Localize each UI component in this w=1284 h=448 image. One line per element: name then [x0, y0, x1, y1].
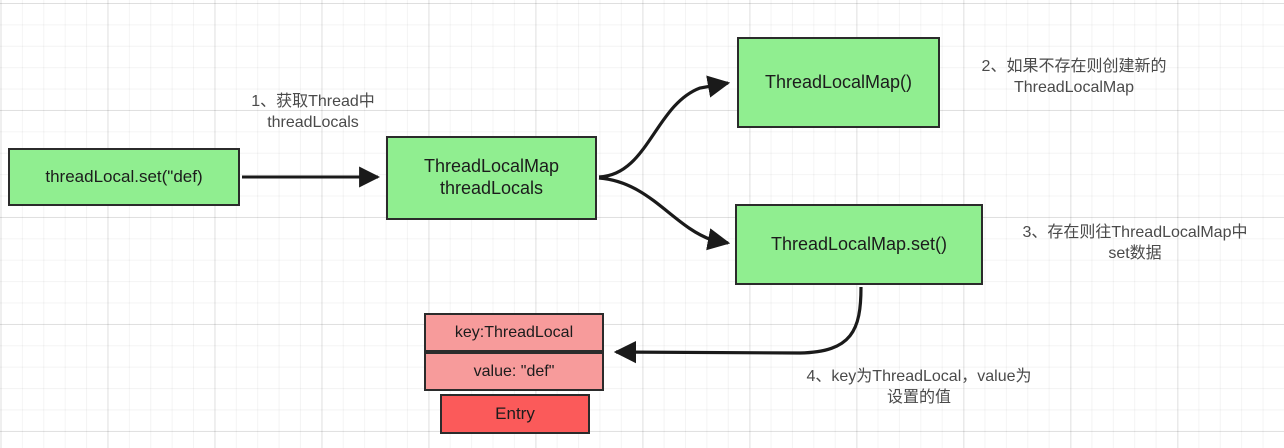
entry-foot-row[interactable]: Entry [440, 394, 590, 434]
annotation-step-1: 1、获取Thread中 threadLocals [251, 93, 375, 131]
edge-map-to-ctor [598, 75, 731, 179]
annotation-step-3: 3、存在则往ThreadLocalMap中 set数据 [1022, 224, 1248, 262]
edge-map-to-set [598, 176, 731, 251]
node-threadlocal-set[interactable]: threadLocal.set("def) [8, 148, 240, 206]
entry-key-row[interactable]: key:ThreadLocal [424, 313, 604, 352]
node-threadlocalmap-set[interactable]: ThreadLocalMap.set() [735, 204, 983, 285]
node-threadlocalmap-threadlocals[interactable]: ThreadLocalMap threadLocals [386, 136, 597, 220]
entry-value-row[interactable]: value: "def" [424, 352, 604, 391]
edge-set-to-entry [613, 286, 863, 364]
node-threadlocalmap-constructor[interactable]: ThreadLocalMap() [737, 37, 940, 128]
annotation-step-2: 2、如果不存在则创建新的 ThreadLocalMap [981, 58, 1167, 96]
annotation-step-4: 4、key为ThreadLocal，value为 设置的值 [806, 368, 1032, 406]
